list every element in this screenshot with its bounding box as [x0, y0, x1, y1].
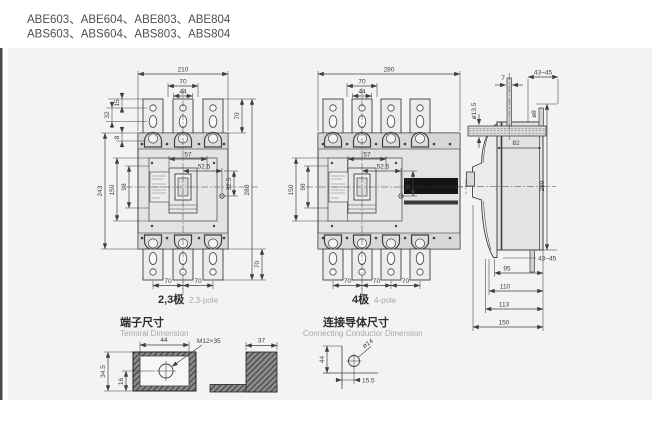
dim-hole-dia: ø13.5 [471, 102, 478, 119]
front-view-4pole: 280 70 44 57 52.5 32.5 150 98 70 70 70 4… [288, 67, 468, 306]
breaker-body-3pole [126, 88, 260, 297]
dim-bottom-pitch2-3p: 70 [194, 278, 202, 285]
dim-bottom-lug-height-3p: 70 [254, 261, 261, 269]
dim-98-3p: 98 [121, 183, 128, 191]
dim-bottom-pitch1-3p: 70 [164, 278, 172, 285]
caption-3pole-en: 2.3-pole [189, 296, 218, 305]
dim-conductor-44: 44 [319, 356, 326, 364]
dim-110: 110 [500, 284, 511, 291]
bolt-spec-label: M12×35 [197, 338, 221, 345]
terminal-title-cn: 端子尺寸 [120, 315, 164, 329]
dim-lug-width-3p: 44 [179, 89, 187, 96]
dim-overall-height-3p: 280 [244, 184, 251, 195]
breaker-body-4pole [306, 88, 468, 297]
dim-pole-pitch-3p: 70 [179, 79, 187, 86]
dim-stud-width: 7 [501, 75, 505, 82]
dim-pole-pitch-4p: 70 [358, 79, 366, 86]
dim-bottom-pitch2-4p: 70 [373, 278, 381, 285]
dim-lug-height-3p: 70 [234, 112, 241, 120]
dim-98-4p: 98 [300, 183, 307, 191]
dim-bottom-pitch3-4p: 70 [402, 278, 410, 285]
dim-243: 243 [97, 185, 104, 196]
dim-stud-dia: ø8 [531, 110, 538, 118]
handle-side [466, 171, 475, 187]
dim-lug-width-4p: 44 [358, 89, 366, 96]
bottom-stud [529, 249, 535, 273]
caption-4pole-en: 4-pole [374, 296, 397, 305]
dimensions-4pole: 280 70 44 57 52.5 32.5 150 98 70 70 70 [288, 67, 461, 289]
accessory-black-block [404, 178, 458, 194]
dim-52-5-4p: 52.5 [377, 164, 390, 171]
dim-overall-width-3p: 210 [178, 67, 189, 74]
dim-15: 15 [114, 99, 121, 107]
dim-150-3p: 150 [109, 184, 116, 195]
accessory-hole [398, 193, 404, 199]
dim-150-side: 150 [499, 320, 510, 327]
dim-32-5-4p: 32.5 [405, 177, 412, 190]
caption-4pole-cn: 4极 [352, 292, 370, 306]
terminal-lug-section: 44 M12×35 34.5 16 [100, 337, 221, 392]
side-view: 43~45 7 ø13.5 ø8 82 280 43~45 95 110 [452, 70, 559, 331]
dim-stud-range-top: 43~45 [534, 70, 553, 77]
terminal-title-en: Termiral Dimension [120, 329, 188, 338]
conductor-title-cn: 连接导体尺寸 [323, 315, 389, 329]
caption-3pole-cn: 2,3极 [158, 292, 185, 306]
dim-stud-range-bottom: 43~45 [538, 256, 557, 263]
dim-150-4p: 150 [288, 184, 295, 195]
rear-stud [538, 107, 544, 127]
terminal-bracket-section: 37 [209, 338, 278, 393]
dim-57-3p: 57 [184, 152, 192, 159]
dim-37: 37 [258, 338, 266, 345]
dimensions-3pole: 210 70 44 15 32 8 70 280 70 243 150 98 5… [97, 67, 266, 289]
page-border [0, 48, 3, 400]
breaker-side-profile [452, 73, 556, 273]
dim-34-5: 34.5 [100, 365, 107, 378]
dim-16: 16 [118, 378, 125, 386]
dim-8: 8 [114, 135, 121, 139]
dim-52-5-3p: 52.5 [198, 164, 211, 171]
dim-32: 32 [104, 111, 111, 119]
dim-terminal-44: 44 [160, 337, 168, 344]
dim-113: 113 [499, 302, 510, 309]
front-view-3pole: 210 70 44 15 32 8 70 280 70 243 150 98 5… [97, 67, 266, 306]
dim-95: 95 [503, 266, 511, 273]
dim-15-5: 15.5 [362, 378, 375, 385]
dim-32-5-3p: 32.5 [226, 177, 233, 190]
dimensions-side: 43~45 7 ø13.5 ø8 82 280 43~45 95 110 [471, 70, 559, 331]
page-header: ABE603、ABE604、ABE803、ABE804 ABS603、ABS60… [27, 14, 231, 41]
dim-depth-82: 82 [512, 140, 520, 147]
dim-57-4p: 57 [363, 152, 371, 159]
model-list-line2: ABS603、ABS604、ABS803、ABS804 [27, 29, 231, 41]
accessory-hole [219, 193, 225, 199]
conductor-title-en: Connecting Conductor Dimension [303, 329, 423, 338]
dim-height-side: 280 [539, 180, 546, 191]
model-list-line1: ABE603、ABE604、ABE803、ABE804 [27, 14, 231, 26]
terminal-detail: 端子尺寸 Termiral Dimension 44 M12×35 34.5 1… [100, 315, 278, 393]
dim-overall-width-4p: 280 [384, 67, 395, 74]
dim-bottom-pitch1-4p: 70 [344, 278, 352, 285]
